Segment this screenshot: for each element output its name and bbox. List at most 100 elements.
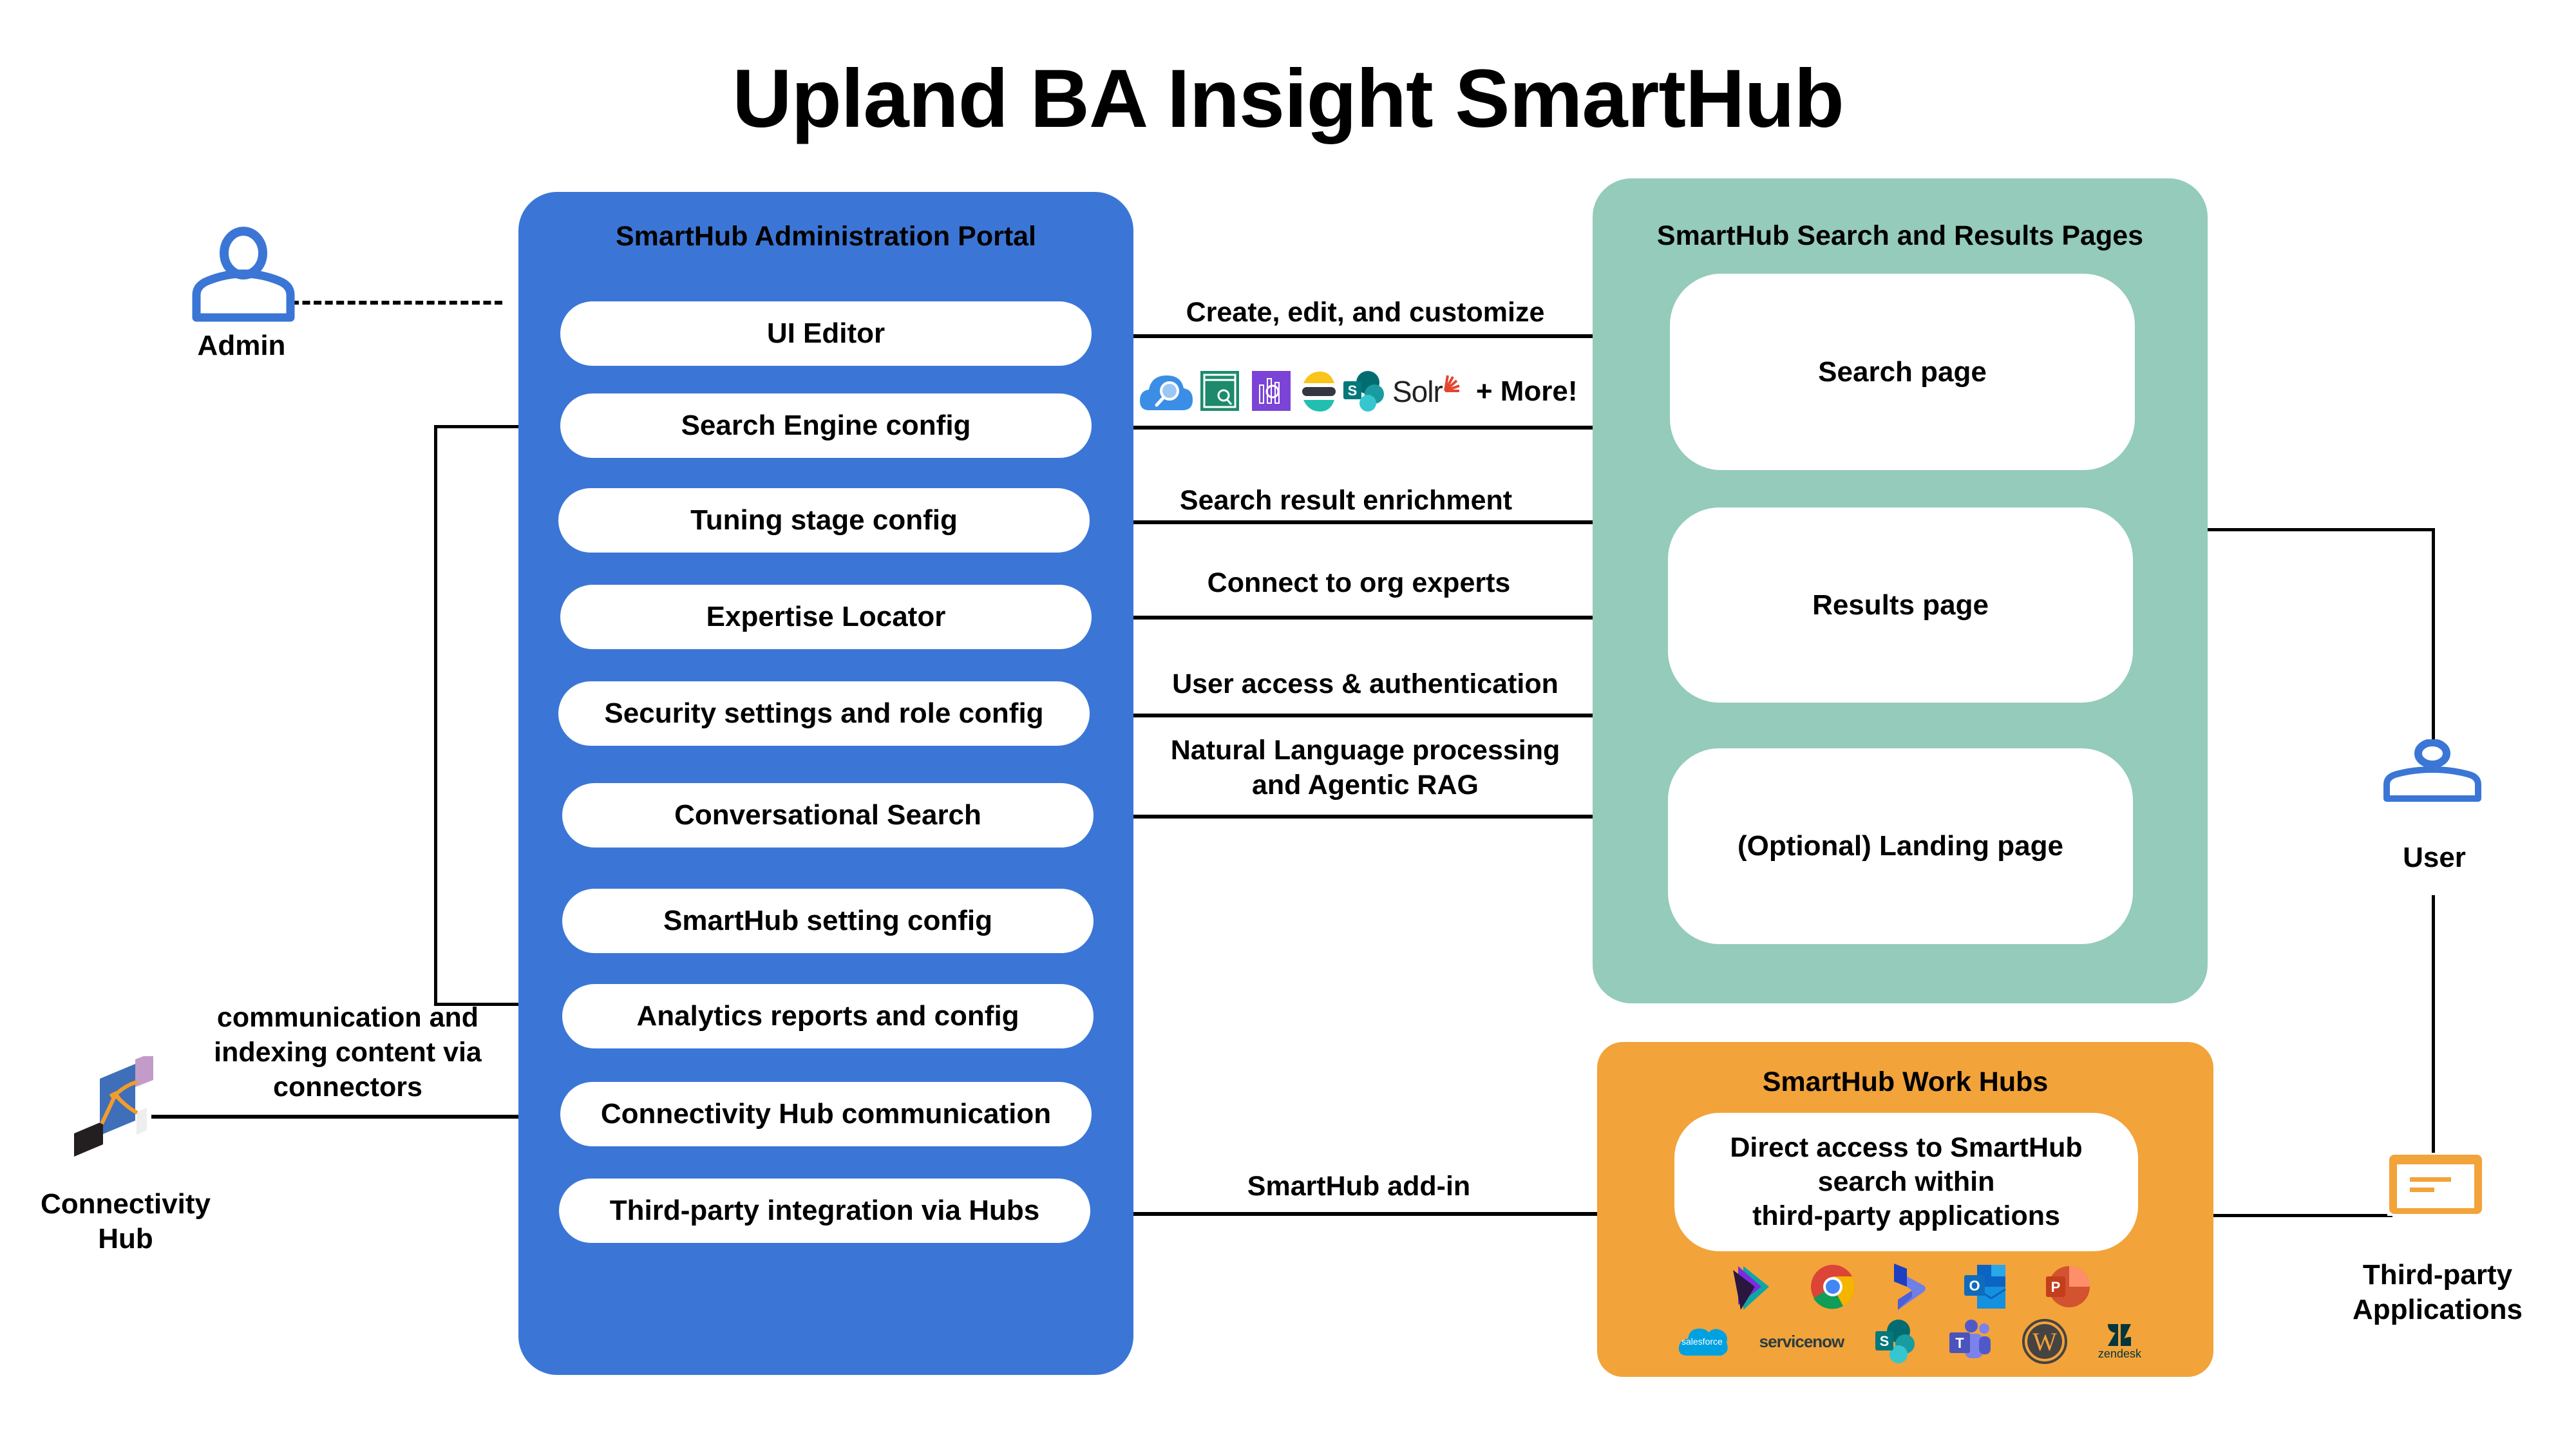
solr-sun-icon <box>1443 375 1460 392</box>
svg-text:T: T <box>1955 1335 1964 1351</box>
solr-logo: Solr <box>1392 374 1461 409</box>
zendesk-logo: zendesk <box>2098 1323 2141 1361</box>
third-party-actor <box>2387 1153 2484 1216</box>
salesforce-cloud-icon <box>1678 1329 1728 1356</box>
search-engine-connector <box>1092 426 1594 430</box>
svg-text:P: P <box>2051 1279 2061 1295</box>
admin-portal-title: SmartHub Administration Portal <box>615 221 1037 252</box>
teams-icon: T <box>1949 1320 1991 1358</box>
admin-item-tuning-stage-config[interactable]: Tuning stage config <box>558 488 1090 553</box>
security-connector <box>1092 714 1594 717</box>
power-apps-icon <box>1733 1266 1769 1310</box>
elasticsearch-icon <box>1302 372 1336 412</box>
connectivity-hub-label-line1: Connectivity <box>40 1188 211 1220</box>
connectivity-hub-label: Connectivity Hub <box>13 1187 238 1256</box>
admin-item-search-engine-config[interactable]: Search Engine config <box>560 393 1092 458</box>
admin-item-expertise-locator[interactable]: Expertise Locator <box>560 585 1092 649</box>
admin-actor <box>192 224 295 322</box>
conversational-edge-line1: Natural Language processing <box>1170 735 1560 766</box>
opensearch-icon <box>1252 371 1291 411</box>
tuning-connector <box>1092 520 1594 524</box>
third-party-label: Third-party Applications <box>2331 1258 2544 1327</box>
connectivity-hub-logo <box>74 1052 153 1157</box>
ui-editor-connector <box>1092 334 1594 338</box>
search-engine-more-label: + More! <box>1475 375 1578 407</box>
ui-editor-edge-label: Create, edit, and customize <box>1186 297 1545 328</box>
connectivity-hub-actor <box>61 1052 196 1172</box>
servicenow-text: servicenow <box>1759 1331 1845 1351</box>
expertise-connector <box>1092 616 1594 620</box>
admin-item-ui-editor[interactable]: UI Editor <box>560 301 1092 366</box>
third-party-connector <box>1092 1212 1600 1216</box>
conversational-connector <box>1095 815 1594 819</box>
connectivity-hub-edge-label: communication and indexing content via c… <box>187 1000 509 1104</box>
salesforce-text: salesforce <box>1681 1336 1723 1347</box>
work-hubs-title: SmartHub Work Hubs <box>1762 1066 2049 1097</box>
admin-item-smarthub-setting-config[interactable]: SmartHub setting config <box>562 889 1094 953</box>
admin-item-conversational-search[interactable]: Conversational Search <box>562 783 1094 848</box>
admin-item-third-party-integration[interactable]: Third-party integration via Hubs <box>559 1179 1090 1243</box>
connectivity-edge-line2: indexing content via <box>214 1037 482 1068</box>
admin-item-connectivity-hub-communication[interactable]: Connectivity Hub communication <box>560 1082 1092 1146</box>
landing-page-box[interactable]: (Optional) Landing page <box>1668 748 2133 944</box>
solr-text: Solr <box>1392 375 1443 408</box>
search-analytics-loop-bottom <box>434 1003 563 1006</box>
search-to-user-connector <box>2208 528 2435 531</box>
kendra-icon <box>1200 371 1239 411</box>
conversational-edge-label: Natural Language processing and Agentic … <box>1133 733 1597 802</box>
search-analytics-loop-vertical <box>434 425 437 1006</box>
connectivity-edge-line3: connectors <box>273 1072 422 1103</box>
user-label: User <box>2370 840 2499 875</box>
dynamics-365-icon <box>1894 1264 1926 1310</box>
user-top-connector <box>2432 528 2435 741</box>
admin-dashed-connector <box>291 301 502 305</box>
outlook-icon: O <box>1964 1265 2006 1309</box>
work-hubs-desc-line2: search within <box>1817 1166 1995 1197</box>
admin-portal-panel: SmartHub Administration Portal UI Editor… <box>518 192 1133 1375</box>
search-engine-logos: S Solr + More! <box>1140 369 1591 414</box>
connectivity-edge-line1: communication and <box>216 1002 479 1033</box>
admin-label: Admin <box>197 330 286 361</box>
work-hubs-desc-line3: third-party applications <box>1752 1200 2060 1231</box>
admin-item-analytics-reports[interactable]: Analytics reports and config <box>562 984 1094 1048</box>
sharepoint-app-icon: S <box>1875 1320 1915 1363</box>
search-page-box[interactable]: Search page <box>1670 274 2135 470</box>
person-icon <box>2383 739 2481 802</box>
wordpress-icon: W <box>2022 1319 2068 1364</box>
application-window-icon <box>2389 1155 2482 1214</box>
connectivity-hub-label-line2: Hub <box>98 1223 153 1255</box>
sharepoint-icon: S <box>1343 371 1384 412</box>
workhub-to-thirdparty-connector <box>2212 1214 2392 1217</box>
zendesk-text: zendesk <box>2098 1347 2141 1360</box>
user-bottom-connector <box>2432 895 2435 1162</box>
search-analytics-loop-top <box>434 425 563 428</box>
zendesk-icon <box>2108 1323 2132 1346</box>
expertise-edge-label: Connect to org experts <box>1207 567 1511 598</box>
search-results-title: SmartHub Search and Results Pages <box>1656 220 2144 251</box>
connectivity-hub-connector <box>151 1115 564 1119</box>
work-hubs-panel: SmartHub Work Hubs Direct access to Smar… <box>1597 1042 2213 1377</box>
conversational-edge-line2: and Agentic RAG <box>1252 770 1479 800</box>
svg-text:W: W <box>2032 1327 2057 1356</box>
powerpoint-icon: P <box>2046 1266 2090 1307</box>
svg-text:O: O <box>1969 1278 1980 1294</box>
diagram-title: Upland BA Insight SmartHub <box>732 53 1844 145</box>
results-page-box[interactable]: Results page <box>1668 507 2133 703</box>
work-hubs-desc-line1: Direct access to SmartHub <box>1730 1132 2083 1163</box>
third-party-edge-label: SmartHub add-in <box>1247 1171 1471 1202</box>
chrome-icon <box>1811 1265 1855 1309</box>
app-icons-row-1: O P <box>1729 1261 2090 1312</box>
azure-search-icon <box>1140 375 1193 410</box>
security-edge-label: User access & authentication <box>1172 668 1558 699</box>
work-hubs-description: Direct access to SmartHub search within … <box>1674 1113 2138 1251</box>
salesforce-logo: salesforce <box>1678 1323 1729 1359</box>
admin-item-security-settings[interactable]: Security settings and role config <box>558 681 1090 746</box>
user-actor <box>2383 739 2483 802</box>
svg-text:S: S <box>1348 383 1358 399</box>
third-party-label-line2: Applications <box>2352 1294 2523 1325</box>
third-party-label-line1: Third-party <box>2362 1259 2513 1291</box>
app-icons-row-2: salesforce servicenow S T W <box>1678 1316 2141 1367</box>
search-results-panel: SmartHub Search and Results Pages Search… <box>1593 178 2208 1003</box>
tuning-edge-label: Search result enrichment <box>1179 485 1513 516</box>
person-icon <box>192 227 295 322</box>
